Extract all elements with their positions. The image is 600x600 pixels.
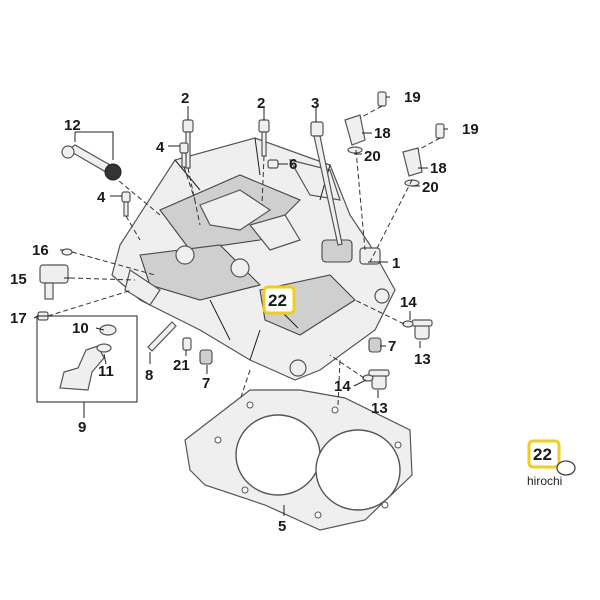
callout-13-lower: 13: [371, 400, 388, 417]
callout-7-right: 7: [388, 338, 396, 355]
pin-19-upper: [377, 91, 387, 107]
inset-label-22: 22: [533, 445, 552, 464]
sleeve-6: [267, 159, 279, 169]
highlight-callout-22: 22: [262, 285, 296, 315]
callout-20-lower: 20: [422, 179, 439, 196]
callout-18-lower: 18: [430, 160, 447, 177]
seal-14-lower: [362, 374, 374, 382]
callout-10: 10: [72, 320, 89, 337]
callout-12: 12: [64, 117, 81, 134]
callout-3: 3: [311, 95, 319, 112]
long-bolt-3: [310, 121, 343, 246]
callout-13-upper: 13: [414, 351, 431, 368]
injector-18-lower: [402, 147, 423, 187]
injector-18-upper: [344, 114, 366, 154]
callout-labels: 2 2 3 12 4 6 4 19 18 20 19 18 20 1 16 15…: [10, 89, 479, 535]
callout-18-upper: 18: [374, 125, 391, 142]
pin-19-lower: [435, 123, 445, 139]
callout-11: 11: [98, 363, 114, 380]
bolt-4-lower: [121, 191, 131, 217]
callout-2-right: 2: [257, 95, 265, 112]
head-gasket: [184, 389, 413, 531]
plug-13-upper: [411, 319, 433, 340]
seal-14-upper: [402, 320, 414, 328]
highlight-label-22: 22: [268, 291, 287, 310]
stud-21: [182, 337, 192, 351]
brand-watermark: hirochi: [527, 474, 562, 488]
callout-14-lower: 14: [334, 378, 351, 395]
callout-5: 5: [278, 518, 286, 535]
callout-4-upper: 4: [156, 139, 165, 156]
callout-2-left: 2: [181, 90, 189, 107]
subassembly-9-box: [36, 315, 138, 403]
dowel-8: [147, 321, 177, 352]
callout-8: 8: [145, 367, 153, 384]
callout-4-lower: 4: [97, 189, 106, 206]
callout-14-upper: 14: [400, 294, 417, 311]
plug-13-lower: [368, 369, 390, 390]
callout-9: 9: [78, 419, 86, 436]
callout-21: 21: [173, 357, 190, 374]
o-ring-22-icon: [556, 460, 576, 476]
callout-19-lower: 19: [462, 121, 479, 138]
callout-17: 17: [10, 310, 27, 327]
thermo-switch-9: [59, 324, 117, 391]
callout-19-upper: 19: [404, 89, 421, 106]
plug-7-right: [368, 337, 382, 353]
inset-part-22: 22 hirochi: [527, 439, 576, 488]
callout-15: 15: [10, 271, 27, 288]
callout-16: 16: [32, 242, 49, 259]
sensor-12: [61, 144, 122, 181]
plug-7-lower: [199, 349, 213, 365]
callout-6: 6: [289, 156, 297, 173]
dashed-assembly-lines: [47, 105, 441, 406]
fitting-15: [39, 264, 69, 300]
callout-20-upper: 20: [364, 148, 381, 165]
cylinder-head: [111, 137, 396, 381]
callout-7-lower: 7: [202, 375, 210, 392]
callout-1: 1: [392, 255, 400, 272]
